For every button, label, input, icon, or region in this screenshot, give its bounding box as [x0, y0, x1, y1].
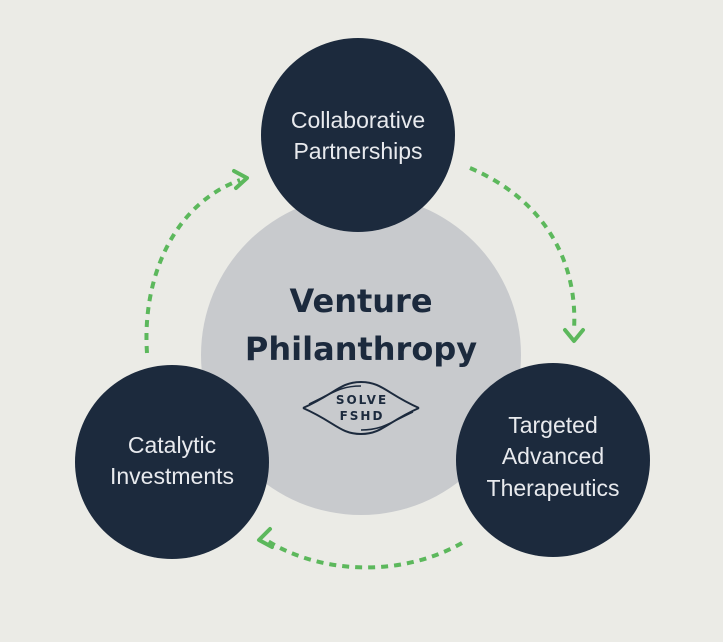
arrowhead-right-to-left	[257, 527, 274, 549]
arrow-left-to-top	[144, 178, 241, 354]
node-right-circle	[456, 363, 650, 557]
node-top-label-line2: Partnerships	[293, 138, 422, 164]
center-circle	[201, 195, 521, 515]
center-title-line2: Philanthropy	[245, 330, 477, 368]
node-left-circle	[75, 365, 269, 559]
arrow-top-to-right	[469, 166, 577, 331]
node-catalytic-investments: Catalytic Investments	[75, 365, 269, 559]
arrow-right-to-left	[264, 538, 463, 570]
solve-fshd-logo: SOLVE FSHD	[302, 380, 420, 436]
node-left-label-line2: Investments	[110, 463, 234, 489]
node-collaborative-partnerships: Collaborative Partnerships	[261, 38, 455, 232]
center-title-line1: Venture	[289, 282, 432, 320]
arrowhead-top-to-right	[563, 328, 585, 343]
node-right-label-line3: Therapeutics	[487, 475, 620, 501]
node-top-circle	[261, 38, 455, 232]
arrowhead-left-to-top	[232, 169, 249, 190]
node-right-label-line1: Targeted	[508, 412, 598, 438]
logo-upper-inner-arc	[308, 385, 362, 405]
node-right-label-line2: Advanced	[502, 443, 604, 469]
cycle-arrows	[144, 166, 585, 570]
node-left-label-line1: Catalytic	[128, 432, 216, 458]
logo-text-solve: SOLVE	[336, 393, 388, 407]
node-targeted-advanced-therapeutics: Targeted Advanced Therapeutics	[456, 363, 650, 557]
node-top-label-line1: Collaborative	[291, 107, 425, 133]
logo-text-fshd: FSHD	[340, 409, 385, 423]
logo-lower-inner-arc	[360, 411, 414, 431]
